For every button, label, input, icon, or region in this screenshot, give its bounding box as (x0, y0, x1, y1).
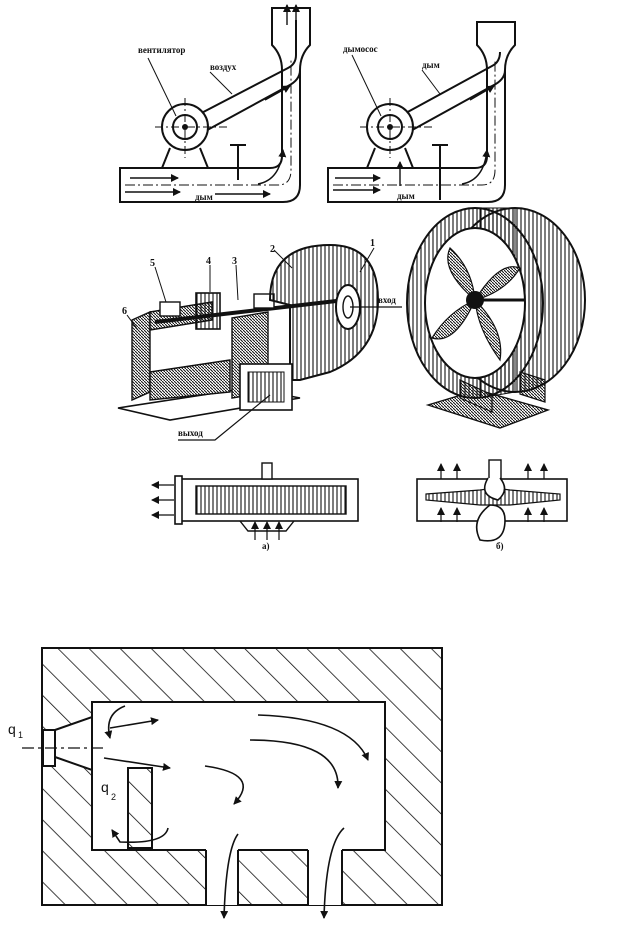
smoke-label-right: дым (397, 191, 415, 201)
caption-a: а) (262, 541, 270, 551)
part-number-4: 4 (206, 256, 211, 267)
baffle (128, 768, 152, 848)
outlet-label: выход (178, 428, 203, 438)
axial-fan-drawing (407, 208, 585, 428)
part-number-1: 1 (370, 238, 375, 249)
part-number-5: 5 (150, 258, 155, 269)
air-label-left: воздух (210, 62, 237, 72)
air-label-right: дым (422, 60, 440, 70)
spiral-casing (270, 245, 378, 380)
fan-scheme-right: дымосос дым дым (328, 22, 515, 202)
fan-label-right: дымосос (343, 44, 378, 54)
fan-scheme-left: вентилятор воздух дым (120, 5, 310, 202)
q1-label: q (8, 721, 16, 737)
scheme-b: б) (417, 460, 567, 551)
inlet-label: вход (378, 295, 396, 305)
pulley (196, 293, 220, 329)
scheme-a: а) (152, 463, 358, 551)
q2-label: q (101, 779, 109, 795)
centrifugal-fan-drawing: 1 2 3 4 5 6 вход выход (118, 238, 402, 440)
part-number-3: 3 (232, 256, 237, 267)
furnace-chamber: q 1 q 2 (8, 648, 442, 918)
q1-subscript: 1 (18, 730, 23, 740)
q2-subscript: 2 (111, 792, 116, 802)
part-number-6: 6 (122, 306, 127, 317)
smoke-label-left: дым (195, 192, 213, 202)
bearing-left (160, 302, 180, 316)
part-number-2: 2 (270, 244, 275, 255)
fan-label-left: вентилятор (138, 45, 185, 55)
caption-b: б) (496, 541, 504, 551)
